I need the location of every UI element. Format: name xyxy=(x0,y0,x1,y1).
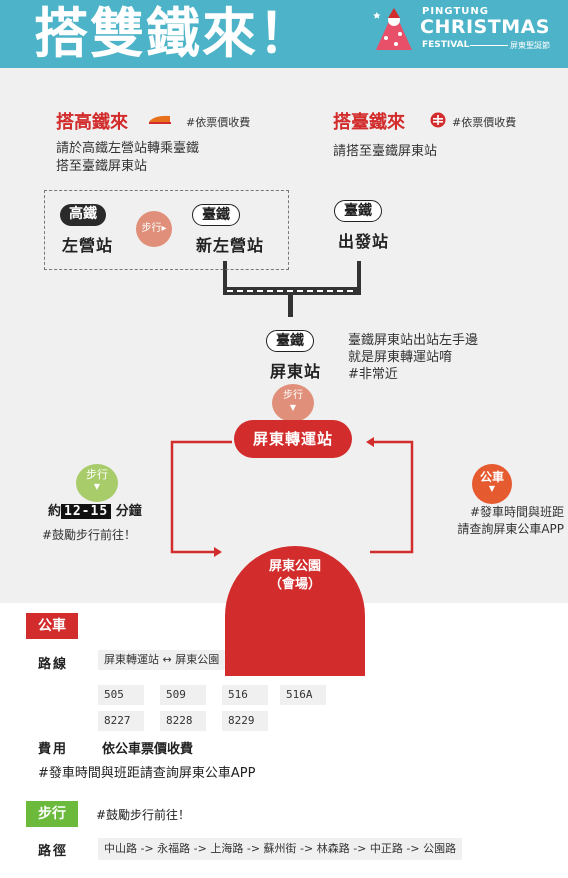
pt-desc-line3: #非常近 xyxy=(348,367,398,382)
bus-line-chip: 516 xyxy=(222,685,268,705)
bus-schedule-info: #發車時間與班距請查詢屏東公車APP xyxy=(38,766,256,781)
depart-station: 出發站 xyxy=(338,232,390,251)
hsr-description: 請於高鐵左營站轉乘臺鐵 搭至臺鐵屏東站 xyxy=(56,140,199,176)
loop-left-arrowhead xyxy=(214,547,222,557)
bus-line-chip: 8227 xyxy=(98,711,144,731)
tra-logo-icon xyxy=(430,112,446,128)
bus-route-chip: 屏東轉運站 ↔ 屏東公園 xyxy=(98,650,226,670)
festival-logo: PINGTUNG CHRISTMAS FESTIVAL 屏東聖誕節 xyxy=(370,4,566,64)
festival-cn-text: 屏東聖誕節 xyxy=(510,41,550,50)
festival-sub-text: FESTIVAL xyxy=(422,40,470,50)
walk-duration-prefix: 約 xyxy=(48,504,62,519)
christmas-tree-icon xyxy=(373,8,412,50)
bus-note-line1: #發車時間與班距 xyxy=(469,505,564,519)
hsr-logo-icon xyxy=(149,115,171,124)
tra-badge-xinzuoying: 臺鐵 xyxy=(192,204,240,226)
pingtung-park-venue: 屏東公園 （會場） xyxy=(225,546,365,676)
walk-to-hub-circle: 步行 ▼ xyxy=(272,384,314,422)
walk-section-tag: 步行 xyxy=(26,801,78,827)
bus-schedule-note: #發車時間與班距 請查詢屏東公車APP xyxy=(414,504,564,538)
hsr-desc-line2: 搭至臺鐵屏東站 xyxy=(56,159,148,174)
walk-duration-suffix: 分鐘 xyxy=(115,504,142,519)
loop-left-arrow xyxy=(170,440,232,554)
walk-transfer-circle: 步行▸ xyxy=(136,211,172,247)
walk-option-circle: 步行 ▼ xyxy=(76,464,118,502)
bus-option-label: 公車 xyxy=(479,470,504,484)
down-arrow-icon: ▼ xyxy=(289,403,297,412)
page-title: 搭雙鐵來！ xyxy=(34,2,314,65)
hsr-title: 搭高鐵來 xyxy=(56,112,128,133)
pt-desc-line1: 臺鐵屏東站出站左手邊 xyxy=(348,333,479,348)
bus-note-line2: 請查詢屏東公車APP xyxy=(457,522,564,536)
bus-section-tag: 公車 xyxy=(26,613,78,639)
bus-line-chip: 505 xyxy=(98,685,144,705)
park-venue-label: （會場） xyxy=(268,577,321,592)
fare-label: 費用 xyxy=(38,742,69,757)
loop-right-arrow xyxy=(370,440,414,554)
header-banner: 搭雙鐵來！ PINGTUNG CHRISTMAS FESTIVAL 屏東聖誕節 xyxy=(0,0,568,68)
tra-fare-note: #依票價收費 xyxy=(452,116,517,129)
track-left-post xyxy=(223,261,227,295)
tra-description: 請搭至臺鐵屏東站 xyxy=(333,144,438,159)
hsr-badge: 高鐵 xyxy=(60,204,106,226)
down-arrow-icon: ▼ xyxy=(93,482,101,491)
bus-line-chip: 8229 xyxy=(222,711,268,731)
walk-duration-value: 12-15 xyxy=(61,504,112,519)
festival-divider xyxy=(470,45,508,46)
bus-fare-value: 依公車票價收費 xyxy=(102,742,194,757)
walk-option-label: 步行 xyxy=(86,468,108,481)
bus-line-chip: 516A xyxy=(280,685,326,705)
festival-main-text: CHRISTMAS xyxy=(420,16,550,38)
tra-badge-depart: 臺鐵 xyxy=(334,200,382,222)
down-arrow-icon: ▼ xyxy=(488,484,496,493)
track-diagram-lines xyxy=(170,261,414,557)
zuoying-station: 左營站 xyxy=(62,236,114,255)
transfer-box xyxy=(44,190,289,270)
tra-badge-pingtung: 臺鐵 xyxy=(266,330,314,352)
track-center-post xyxy=(288,295,293,317)
pingtung-station: 屏東站 xyxy=(270,362,322,381)
pingtung-bus-hub: 屏東轉運站 xyxy=(234,420,352,458)
xinzuoying-station: 新左營站 xyxy=(196,236,265,255)
hsr-desc-line1: 請於高鐵左營站轉乘臺鐵 xyxy=(56,141,200,156)
pt-desc-line2: 就是屏東轉運站唷 xyxy=(348,350,453,365)
walk-to-hub-label: 步行 xyxy=(283,390,303,401)
park-name: 屏東公園 xyxy=(268,559,321,574)
tra-title: 搭臺鐵來 xyxy=(333,112,405,133)
bus-line-chip: 8228 xyxy=(160,711,206,731)
walk-path-chip: 中山路 -> 永福路 -> 上海路 -> 蘇州街 -> 林森路 -> 中正路 -… xyxy=(98,838,463,860)
bus-line-chip: 509 xyxy=(160,685,206,705)
festival-top-text: PINGTUNG xyxy=(422,6,489,17)
walk-encourage-note: #鼓勵步行前往！ xyxy=(42,528,137,542)
bus-option-circle: 公車 ▼ xyxy=(472,464,512,504)
path-label: 路徑 xyxy=(38,844,69,859)
track-right-post xyxy=(357,261,361,295)
route-diagram: 搭高鐵來 #依票價收費 請於高鐵左營站轉乘臺鐵 搭至臺鐵屏東站 搭臺鐵來 #依票… xyxy=(0,68,568,676)
loop-right-arrowhead xyxy=(366,437,374,447)
pingtung-station-description: 臺鐵屏東站出站左手邊 就是屏東轉運站唷 #非常近 xyxy=(348,332,478,383)
walk-section-note: #鼓勵步行前往！ xyxy=(96,808,191,822)
hsr-fare-note: #依票價收費 xyxy=(186,116,251,129)
route-label: 路線 xyxy=(38,657,69,672)
